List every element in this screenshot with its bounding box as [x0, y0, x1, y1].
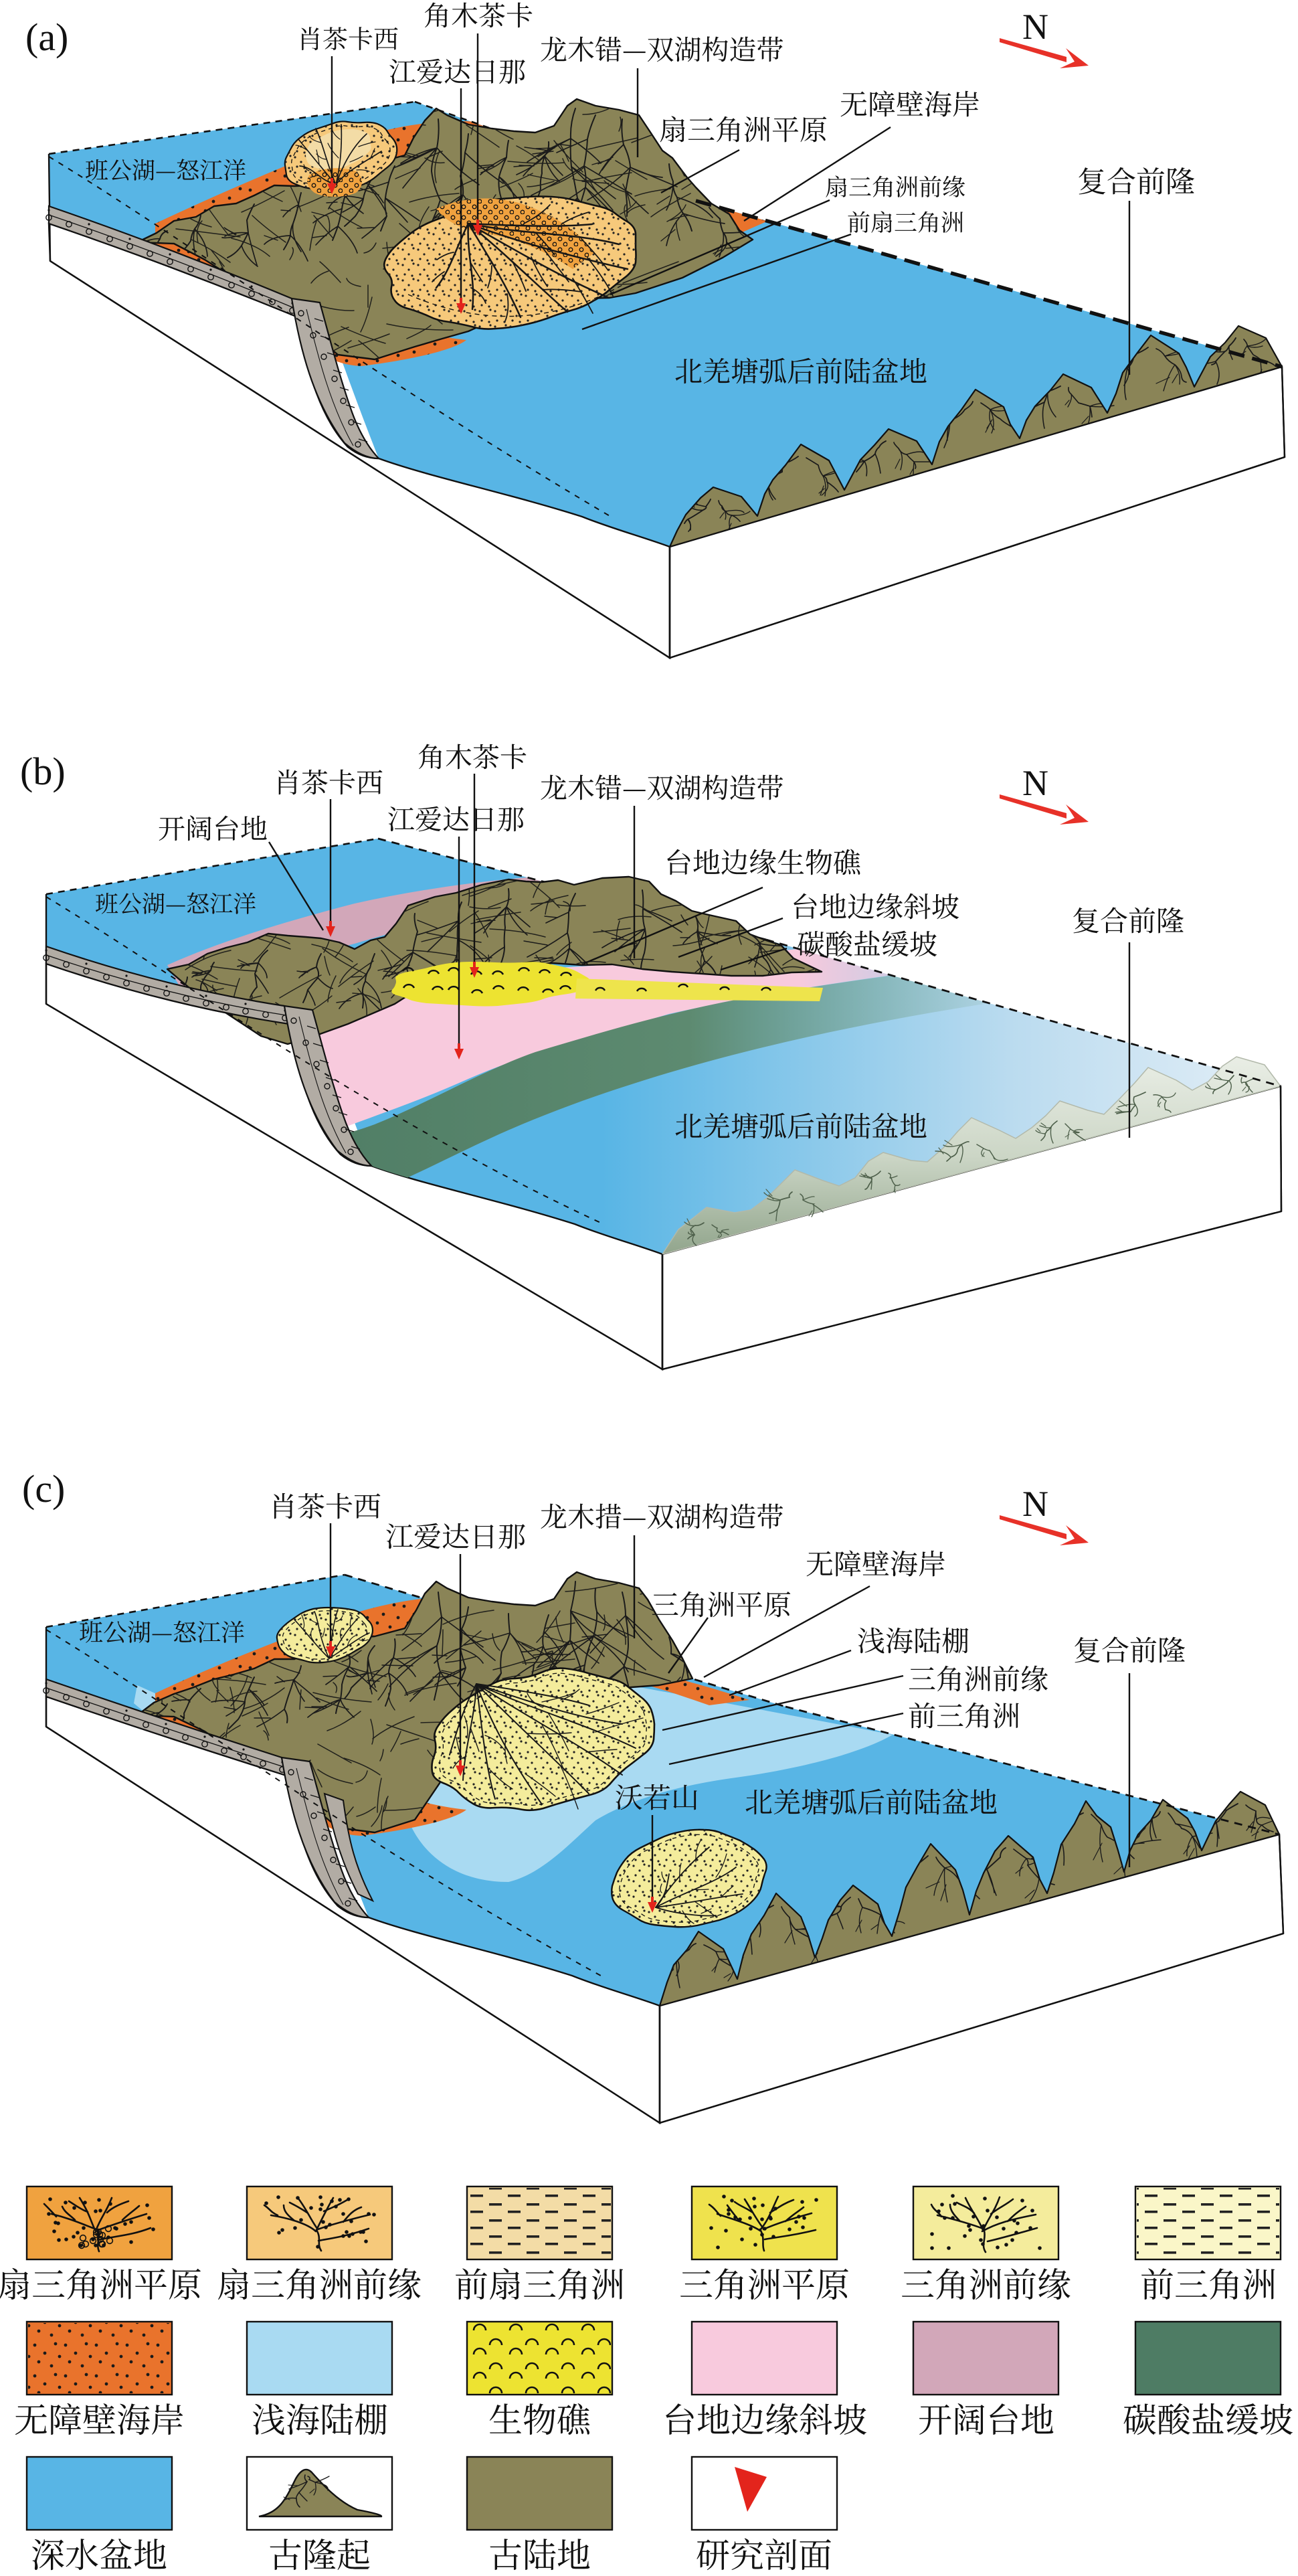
svg-text:(c): (c): [22, 1467, 65, 1511]
svg-text:(b): (b): [20, 750, 66, 793]
svg-text:(a): (a): [25, 15, 68, 59]
svg-text:N: N: [1022, 1484, 1048, 1524]
svg-text:N: N: [1022, 763, 1048, 803]
svg-text:N: N: [1022, 7, 1048, 47]
